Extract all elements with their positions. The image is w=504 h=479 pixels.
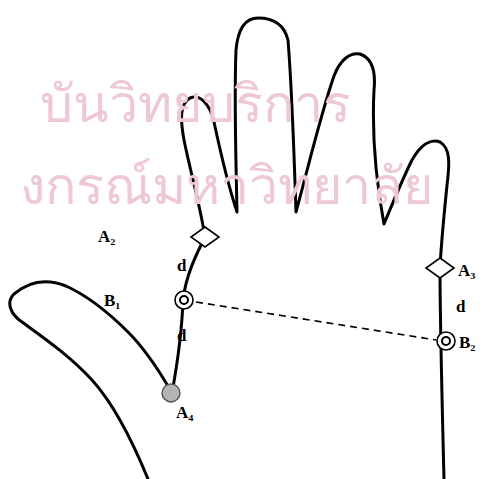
diamond-marker <box>426 258 454 278</box>
distance-label: d <box>177 257 186 274</box>
point-marker <box>180 296 188 304</box>
watermark: บันวิทยบริการ <box>40 78 351 130</box>
point-label: B₁ <box>104 292 120 309</box>
diamond-marker <box>191 227 219 247</box>
point-marker <box>437 332 455 350</box>
point-marker <box>442 337 450 345</box>
watermark: งกรณ์มหาวิทยาลัย <box>20 160 433 212</box>
hand-outline <box>10 18 449 479</box>
point-label: A₂ <box>98 228 115 245</box>
distance-label: d <box>177 327 186 344</box>
dashed-line <box>196 302 436 340</box>
grey-point-marker <box>162 384 180 402</box>
point-label: B₂ <box>459 334 475 351</box>
point-marker <box>175 291 193 309</box>
point-label: A₄ <box>176 404 193 421</box>
distance-label: d <box>456 298 465 315</box>
point-label: A₃ <box>458 262 475 279</box>
